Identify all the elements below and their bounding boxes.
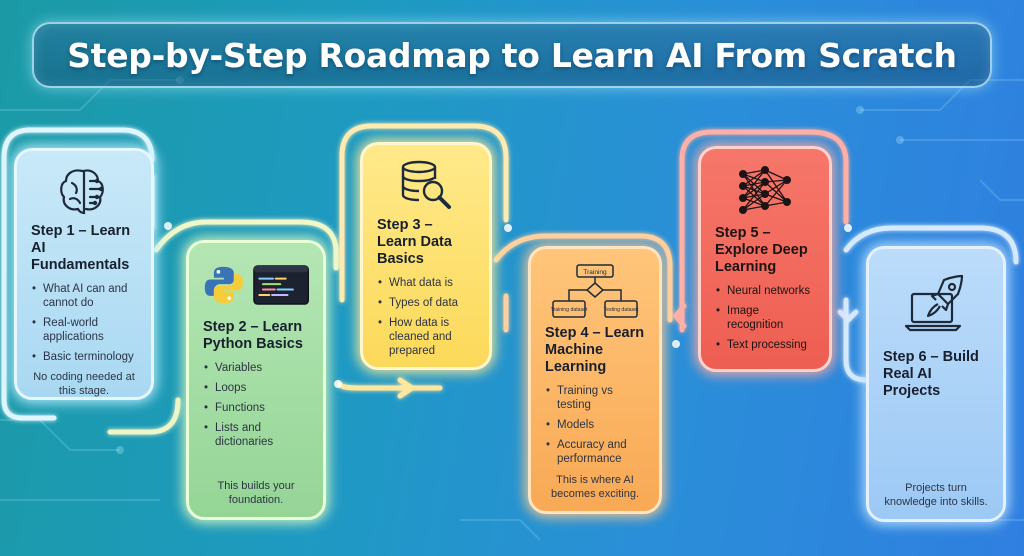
- step-2-card: Step 2 – Learn Python Basics Variables L…: [186, 240, 326, 520]
- step-6-title: Step 6 – Build Real AI Projects: [883, 349, 979, 399]
- step-1-icon-wrap: [31, 165, 137, 217]
- list-item: Types of data: [377, 296, 475, 310]
- list-item: Models: [545, 418, 645, 432]
- connector-2-3: [339, 123, 509, 303]
- list-item: Variables: [203, 361, 309, 375]
- step-3-card: Step 3 – Learn Data Basics What data is …: [360, 142, 492, 370]
- page-title: Step-by-Step Roadmap to Learn AI From Sc…: [67, 35, 957, 75]
- list-item: How data is cleaned and prepared: [377, 316, 475, 358]
- step-6-icon-wrap: [883, 269, 989, 339]
- step-5-list: Neural networks Image recognition Text p…: [715, 284, 815, 358]
- step-6-card: Step 6 – Build Real AI Projects Projects…: [866, 246, 1006, 522]
- connector-5-6: [843, 225, 1019, 265]
- list-item: What data is: [377, 276, 475, 290]
- code-editor-icon: [252, 265, 309, 305]
- step-4-note: This is where AI becomes exciting.: [550, 474, 640, 500]
- rocket-laptop-icon: [904, 274, 964, 332]
- step-4-list: Training vs testing Models Accuracy and …: [545, 384, 645, 472]
- list-item: Accuracy and performance: [545, 438, 645, 466]
- list-item: Text processing: [715, 338, 815, 352]
- flowchart-label-training: Training: [583, 269, 607, 276]
- step-1-list: What AI can and cannot do Real-world app…: [31, 282, 137, 370]
- step-4-card: Training Training dataset Testing datase…: [528, 246, 662, 514]
- title-banner: Step-by-Step Roadmap to Learn AI From Sc…: [32, 22, 992, 88]
- brain-circuit-icon: [60, 169, 104, 215]
- connector-1-2: [153, 219, 339, 271]
- database-search-icon: [401, 160, 451, 209]
- step-5-icon-wrap: [715, 163, 815, 219]
- step-2-list: Variables Loops Functions Lists and dict…: [203, 361, 309, 455]
- python-logo-icon: [204, 266, 243, 304]
- list-item: Functions: [203, 401, 309, 415]
- step-5-card: Step 5 – Explore Deep Learning Neural ne…: [698, 146, 832, 372]
- list-item: What AI can and cannot do: [31, 282, 137, 310]
- flowchart-label-testing-dataset: Testing dataset: [604, 307, 639, 313]
- step-5-title: Step 5 – Explore Deep Learning: [715, 225, 808, 275]
- list-item: Loops: [203, 381, 309, 395]
- step-1-card: Step 1 – Learn AI Fundamentals What AI c…: [14, 148, 154, 400]
- list-item: Basic terminology: [31, 350, 137, 364]
- list-item: Image recognition: [715, 304, 815, 332]
- step-3-title: Step 3 – Learn Data Basics: [377, 217, 452, 267]
- connector-4-5: [679, 129, 849, 333]
- step-1-note: No coding needed at this stage.: [33, 371, 135, 397]
- flowchart-label-training-dataset: Training dataset: [550, 307, 588, 313]
- step-4-icon-wrap: Training Training dataset Testing datase…: [545, 263, 645, 319]
- connector-1: [1, 127, 155, 421]
- step-4-title: Step 4 – Learn Machine Learning: [545, 325, 645, 375]
- list-item: Lists and dictionaries: [203, 421, 309, 449]
- flowchart-icon: Training Training dataset Testing datase…: [550, 264, 639, 318]
- step-2-icon-wrap: [203, 257, 309, 313]
- list-item: Training vs testing: [545, 384, 645, 412]
- connector-3-4: [493, 233, 673, 323]
- step-2-note: This builds your foundation.: [217, 480, 295, 506]
- step-1-title: Step 1 – Learn AI Fundamentals: [31, 223, 131, 273]
- step-3-icon-wrap: [377, 159, 475, 211]
- list-item: Neural networks: [715, 284, 815, 298]
- step-2-title: Step 2 – Learn Python Basics: [203, 319, 303, 352]
- step-3-list: What data is Types of data How data is c…: [377, 276, 475, 364]
- step-6-note: Projects turn knowledge into skills.: [884, 482, 988, 508]
- neural-network-icon: [739, 166, 791, 214]
- list-item: Real-world applications: [31, 316, 137, 344]
